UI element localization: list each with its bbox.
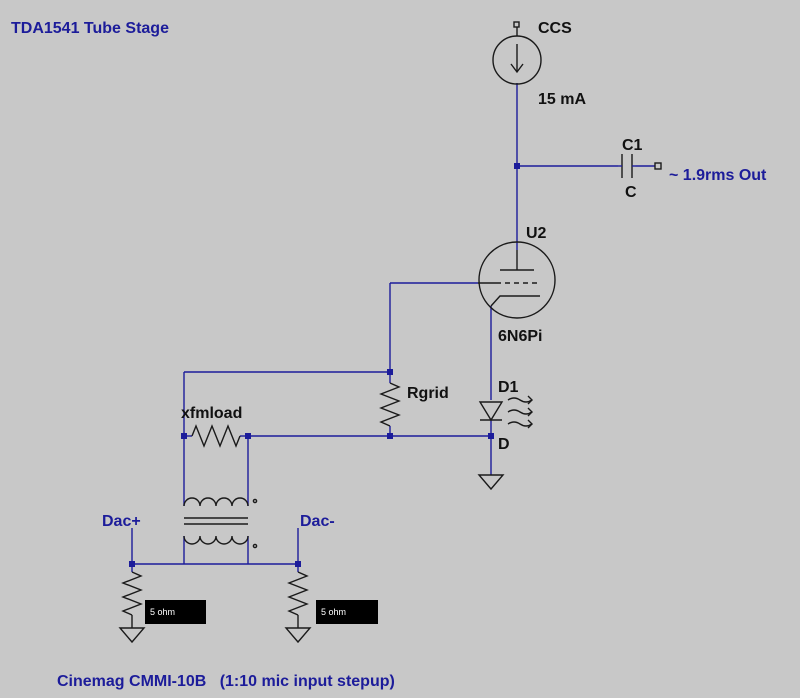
- transformer-cmmi-10b[interactable]: [183, 497, 258, 549]
- label-u2-value: 6N6Pi: [498, 328, 542, 345]
- diagram-title: TDA1541 Tube Stage: [11, 20, 169, 37]
- resistor-xfmload[interactable]: [191, 424, 241, 448]
- resistor-dac-plus[interactable]: [118, 571, 146, 644]
- label-output: ~ 1.9rms Out: [669, 167, 767, 184]
- capacitor-c1[interactable]: [618, 154, 662, 178]
- label-dac-minus: Dac-: [300, 513, 335, 530]
- diagram-footer: Cinemag CMMI-10B (1:10 mic input stepup): [57, 673, 395, 690]
- resistor-dac-minus[interactable]: [284, 571, 312, 644]
- ground-symbol-d1: [477, 474, 505, 491]
- resistor-rgrid[interactable]: [379, 382, 401, 427]
- label-rgrid: Rgrid: [407, 385, 449, 402]
- junction-nodes: [129, 163, 520, 567]
- label-r-left-value: 5 ohm: [150, 607, 175, 617]
- triode-u2[interactable]: [478, 241, 556, 319]
- led-d1[interactable]: [478, 395, 533, 429]
- label-ccs: CCS: [538, 20, 572, 37]
- label-c1-value: C: [625, 184, 637, 201]
- label-d1-value: D: [498, 436, 510, 453]
- value-box-right: [316, 600, 378, 624]
- label-u2: U2: [526, 225, 547, 242]
- ccs-current-source[interactable]: [492, 21, 542, 85]
- value-box-left: [145, 600, 206, 624]
- label-ccs-current: 15 mA: [538, 91, 586, 108]
- label-r-right-value: 5 ohm: [321, 607, 346, 617]
- label-dac-plus: Dac+: [102, 513, 141, 530]
- label-d1: D1: [498, 379, 519, 396]
- label-xfmload: xfmload: [181, 405, 242, 422]
- label-c1: C1: [622, 137, 643, 154]
